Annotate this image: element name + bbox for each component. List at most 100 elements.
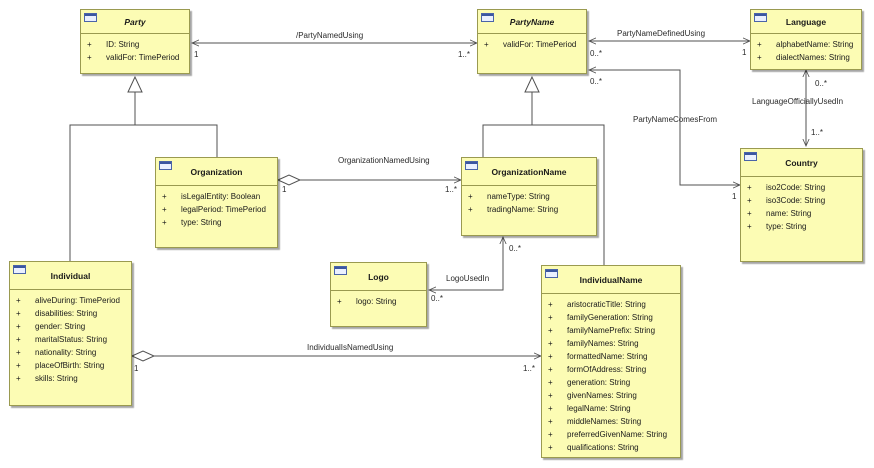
class-icon (481, 13, 494, 22)
class-name: Country (785, 158, 818, 168)
attribute-text: preferredGivenName: String (567, 430, 668, 439)
class-icon (13, 265, 26, 274)
class-attribute: +gender: String (10, 320, 131, 333)
attribute-text: middleNames: String (567, 417, 642, 426)
attribute-list: +isLegalEntity: Boolean+legalPeriod: Tim… (156, 186, 277, 229)
visibility-marker: + (548, 300, 553, 309)
association-label-language-officially-used-in: LanguageOfficiallyUsedIn (752, 97, 844, 106)
attribute-list: + logo: String (331, 291, 426, 308)
class-attribute: +dialectNames: String (751, 51, 861, 64)
association-label-individual-is-named-using: IndividualIsNamedUsing (307, 343, 394, 352)
class-attribute: +alphabetName: String (751, 38, 861, 51)
visibility-marker: + (337, 297, 342, 306)
partyname-generalization-triangle (524, 75, 540, 93)
class-attribute: + generation: String (542, 376, 680, 389)
attribute-text: tradingName: String (487, 205, 559, 214)
attribute-list: + iso2Code: String + iso3Code: String +name:… (741, 177, 862, 233)
class-attribute: +nationality: String (10, 346, 131, 359)
attribute-text: iso3Code: String (766, 196, 826, 205)
class-language[interactable]: Language +alphabetName: String+dialectNa… (750, 9, 862, 70)
class-attribute: +skills: String (10, 372, 131, 385)
class-attribute: +name: String (741, 207, 862, 220)
class-attribute: + formattedName: String (542, 350, 680, 363)
class-organization[interactable]: Organization +isLegalEntity: Boolean+leg… (155, 157, 278, 248)
attribute-list: +aliveDuring: TimePeriod+disabilities: S… (10, 290, 131, 385)
class-attribute: +type: String (156, 216, 277, 229)
attribute-text: ID: String (106, 40, 140, 49)
class-individual-name[interactable]: IndividualName +aristocraticTitle: Strin… (541, 265, 681, 458)
attribute-text: iso2Code: String (766, 183, 826, 192)
class-attribute: +aliveDuring: TimePeriod (10, 294, 131, 307)
attribute-text: formOfAddress: String (567, 365, 647, 374)
attribute-text: type: String (181, 218, 222, 227)
attribute-text: alphabetName: String (776, 40, 854, 49)
class-name: OrganizationName (491, 167, 567, 177)
attribute-text: placeOfBirth: String (35, 361, 105, 370)
association-label-party-named-using: /PartyNamedUsing (296, 31, 364, 40)
party-generalization-triangle (127, 75, 143, 93)
class-organization-name[interactable]: OrganizationName + nameType: String +tradi… (461, 157, 597, 236)
class-individual[interactable]: Individual +aliveDuring: TimePeriod+disa… (9, 261, 132, 406)
class-icon (744, 152, 757, 161)
multiplicity-label: 1..* (523, 364, 536, 373)
orgname-logo-line (429, 237, 503, 290)
class-attribute: + nameType: String (462, 190, 596, 203)
class-attribute: + preferredGivenName: String (542, 428, 680, 441)
multiplicity-label: 1..* (811, 128, 824, 137)
visibility-marker: + (548, 430, 553, 439)
individual-generalization-line (69, 124, 135, 261)
attribute-text: dialectNames: String (776, 53, 850, 62)
attribute-text: familyGeneration: String (567, 313, 653, 322)
attribute-text: generation: String (567, 378, 631, 387)
class-attribute: + qualifications: String (542, 441, 680, 454)
attribute-text: formattedName: String (567, 352, 648, 361)
association-label-organization-named-using: OrganizationNamedUsing (338, 156, 430, 165)
attribute-text: validFor: TimePeriod (106, 53, 180, 62)
multiplicity-label: 1 (742, 48, 747, 57)
attribute-text: maritalStatus: String (35, 335, 108, 344)
attribute-text: disabilities: String (35, 309, 98, 318)
visibility-marker: + (548, 352, 553, 361)
org-aggregation-diamond (276, 174, 302, 186)
class-attribute: + logo: String (331, 295, 426, 308)
attribute-text: qualifications: String (567, 443, 639, 452)
visibility-marker: + (548, 313, 553, 322)
class-attribute: + formOfAddress: String (542, 363, 680, 376)
attribute-text: validFor: TimePeriod (503, 40, 577, 49)
visibility-marker: + (16, 296, 21, 305)
visibility-marker: + (16, 309, 21, 318)
class-attribute: +validFor: TimePeriod (81, 51, 189, 64)
class-attribute: +type: String (741, 220, 862, 233)
class-icon (754, 13, 767, 22)
class-country[interactable]: Country + iso2Code: String + iso3Code: Stri… (740, 148, 863, 262)
association-label-party-name-comes-from: PartyNameComesFrom (633, 115, 718, 124)
multiplicity-label: 0..* (590, 77, 603, 86)
org-generalization-line (134, 92, 218, 157)
visibility-marker: + (468, 192, 473, 201)
attribute-list: +alphabetName: String+dialectNames: Stri… (751, 34, 861, 64)
attribute-text: skills: String (35, 374, 78, 383)
visibility-marker: + (747, 196, 752, 205)
visibility-marker: + (548, 339, 553, 348)
class-logo[interactable]: Logo + logo: String (330, 262, 427, 327)
visibility-marker: + (548, 443, 553, 452)
attribute-text: familyNames: String (567, 339, 639, 348)
attribute-text: givenNames: String (567, 391, 637, 400)
multiplicity-label: 1 (282, 185, 287, 194)
class-party[interactable]: Party +ID: String+validFor: TimePeriod (80, 9, 190, 74)
class-attribute: +ID: String (81, 38, 189, 51)
visibility-marker: + (16, 335, 21, 344)
class-attribute: +tradingName: String (462, 203, 596, 216)
attribute-text: nameType: String (487, 192, 550, 201)
visibility-marker: + (548, 378, 553, 387)
class-party-name[interactable]: PartyName +validFor: TimePeriod (477, 9, 587, 74)
visibility-marker: + (747, 209, 752, 218)
class-name: Logo (368, 272, 389, 282)
class-attribute: +placeOfBirth: String (10, 359, 131, 372)
attribute-text: logo: String (356, 297, 397, 306)
visibility-marker: + (548, 365, 553, 374)
class-attribute: +familyNamePrefix: String (542, 324, 680, 337)
attribute-text: nationality: String (35, 348, 97, 357)
